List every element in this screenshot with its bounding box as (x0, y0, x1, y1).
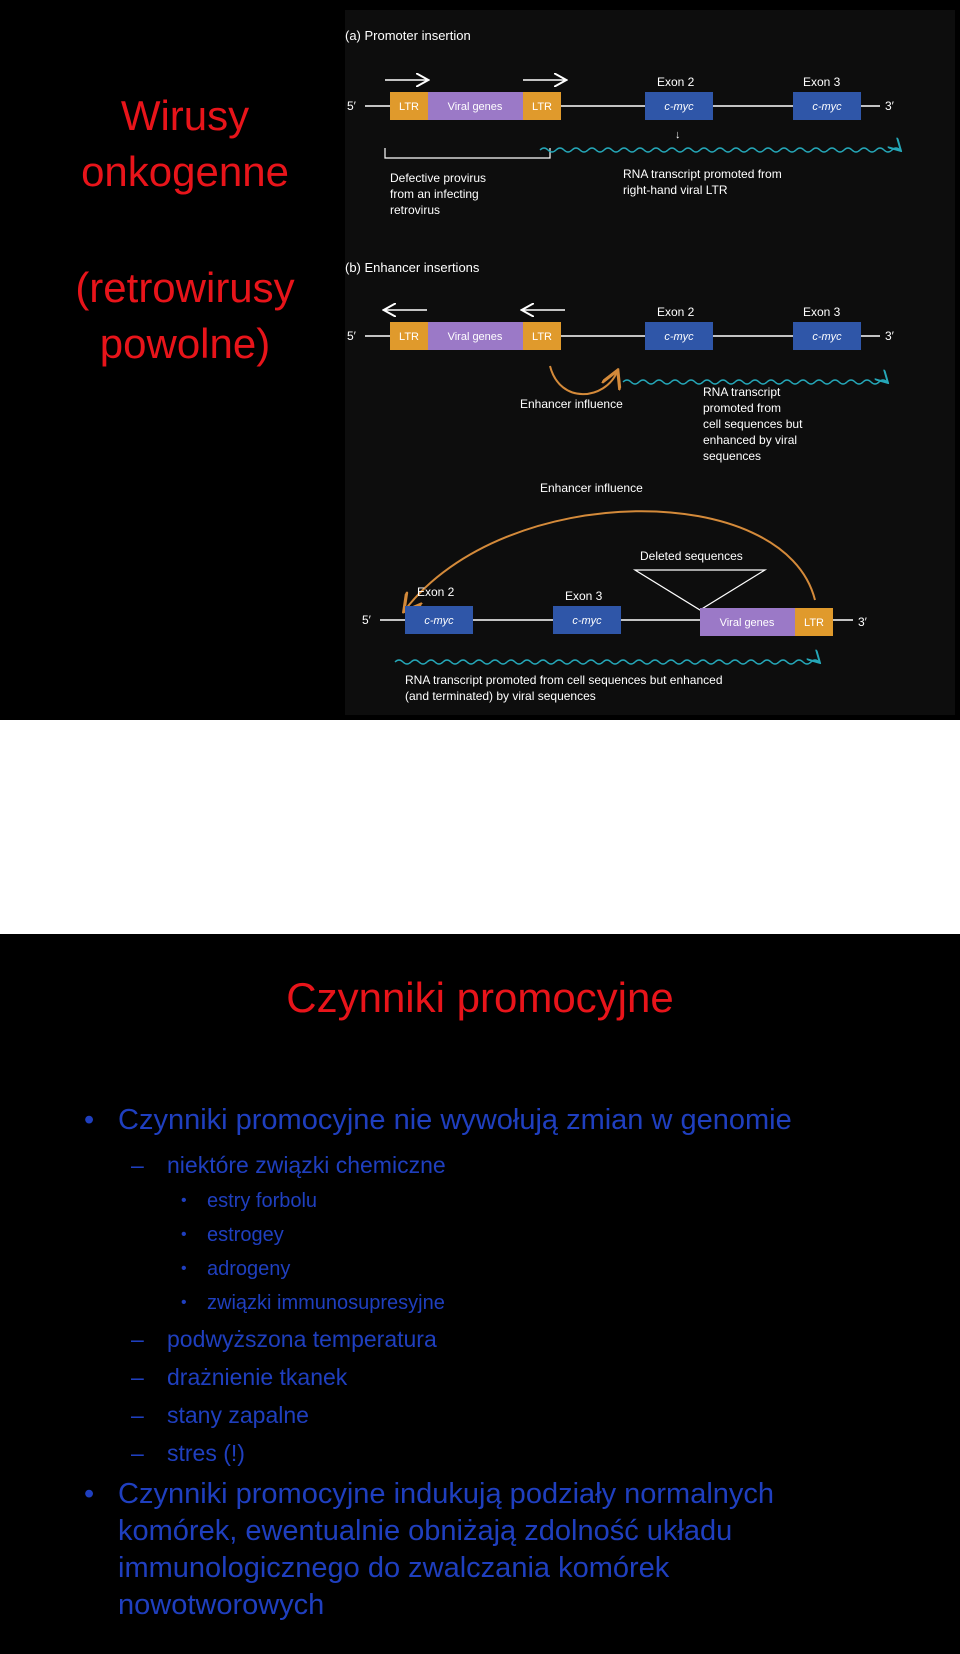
svg-text:Exon 2: Exon 2 (657, 305, 695, 319)
slide1-subtitle: (retrowirusy powolne) (75, 264, 295, 367)
svg-text:RNA transcript promoted from: RNA transcript promoted from (623, 167, 782, 181)
svg-text:5′: 5′ (362, 613, 372, 627)
bullet-2-line: nowotworowych (118, 1589, 325, 1621)
svg-text:enhanced by viral: enhanced by viral (703, 433, 797, 447)
enhancer-arc-long (405, 510, 816, 610)
rna-transcript-arrow (539, 148, 900, 153)
slide1-title: Wirusy onkogenne (81, 92, 289, 195)
bullet-2: Czynniki promocyjne indukują podziały no… (84, 1476, 878, 1624)
svg-text:Enhancer influence: Enhancer influence (520, 397, 623, 411)
bullet-2-line: Czynniki promocyjne indukują podziały no… (118, 1478, 775, 1510)
svg-text:LTR: LTR (399, 331, 419, 343)
svg-text:RNA transcript: RNA transcript (703, 385, 781, 399)
bullet-1: Czynniki promocyjne nie wywołują zmian w… (84, 1102, 878, 1139)
svg-text:RNA transcript promoted from c: RNA transcript promoted from cell sequen… (405, 673, 723, 687)
slide-viruses: Wirusy onkogenne (retrowirusy powolne) (… (0, 0, 960, 720)
svg-text:(and terminated) by viral sequ: (and terminated) by viral sequences (405, 689, 596, 703)
svg-text:c-myc: c-myc (812, 101, 842, 113)
svg-text:right-hand viral LTR: right-hand viral LTR (623, 183, 728, 197)
svg-text:Deleted sequences: Deleted sequences (640, 549, 743, 563)
ltr-box (390, 92, 428, 120)
sub-bullet-chemicals: niektóre związki chemiczne (131, 1150, 446, 1180)
sub-bullet-stress: stres (!) (131, 1438, 245, 1468)
cmyc-box (793, 92, 861, 120)
svg-text:cell sequences but: cell sequences but (703, 417, 803, 431)
svg-text:3′: 3′ (885, 99, 895, 113)
five-prime: 5′ (347, 99, 357, 113)
svg-text:from an infecting: from an infecting (390, 187, 479, 201)
insertion-diagram: (a) Promoter insertion Exon 2 Exon 3 5′ … (345, 10, 955, 715)
sub-sub-bullet: związki immunosupresyjne (181, 1290, 445, 1316)
sub-sub-bullet: estry forbolu (181, 1188, 317, 1214)
bullet-2-line: immunologicznego do zwalczania komórek (118, 1552, 670, 1584)
sub-sub-bullet: estrogey (181, 1222, 284, 1248)
exon2-label: Exon 2 (657, 75, 695, 89)
svg-text:c-myc: c-myc (572, 615, 602, 627)
svg-text:c-myc: c-myc (664, 101, 694, 113)
svg-text:5′: 5′ (347, 329, 357, 343)
sub-bullet-irritation: drażnienie tkanek (131, 1362, 347, 1392)
sub-bullet-temperature: podwyższona temperatura (131, 1324, 437, 1354)
svg-text:promoted from: promoted from (703, 401, 781, 415)
svg-text:Viral genes: Viral genes (448, 331, 503, 343)
svg-text:LTR: LTR (399, 101, 419, 113)
svg-text:Exon 3: Exon 3 (803, 305, 841, 319)
svg-text:Exon 3: Exon 3 (565, 589, 603, 603)
svg-text:c-myc: c-myc (664, 331, 694, 343)
label-enhancer-insertions: (b) Enhancer insertions (345, 260, 480, 275)
svg-text:retrovirus: retrovirus (390, 203, 440, 217)
diagram-svg: (a) Promoter insertion Exon 2 Exon 3 5′ … (345, 28, 955, 703)
svg-text:Enhancer influence: Enhancer influence (540, 481, 643, 495)
svg-text:LTR: LTR (532, 331, 552, 343)
svg-text:3′: 3′ (885, 329, 895, 343)
exon3-label: Exon 3 (803, 75, 841, 89)
svg-text:Viral genes: Viral genes (720, 617, 775, 629)
viral-genes-box (428, 92, 523, 120)
sub-sub-bullet: adrogeny (181, 1256, 291, 1282)
enhancer-arc (549, 365, 617, 395)
label-promoter-insertion: (a) Promoter insertion (345, 28, 471, 43)
svg-text:sequences: sequences (703, 449, 761, 463)
svg-text:c-myc: c-myc (812, 331, 842, 343)
bullet-2-line: komórek, ewentualnie obniżają zdolność u… (118, 1515, 733, 1547)
svg-text:c-myc: c-myc (424, 615, 454, 627)
svg-text:LTR: LTR (532, 101, 552, 113)
svg-text:↓: ↓ (675, 129, 681, 141)
ltr-box (523, 92, 561, 120)
svg-text:Viral genes: Viral genes (448, 101, 503, 113)
cmyc-box (645, 92, 713, 120)
svg-text:LTR: LTR (804, 617, 824, 629)
svg-text:Exon 2: Exon 2 (417, 585, 455, 599)
sub-bullet-inflammation: stany zapalne (131, 1400, 309, 1430)
slide-promoting-factors: Czynniki promocyjne Czynniki promocyjne … (0, 934, 960, 1654)
slide2-title: Czynniki promocyjne (286, 974, 674, 1021)
deleted-sequences-triangle (632, 569, 768, 611)
svg-text:Defective provirus: Defective provirus (390, 171, 486, 185)
svg-text:3′: 3′ (858, 615, 868, 629)
